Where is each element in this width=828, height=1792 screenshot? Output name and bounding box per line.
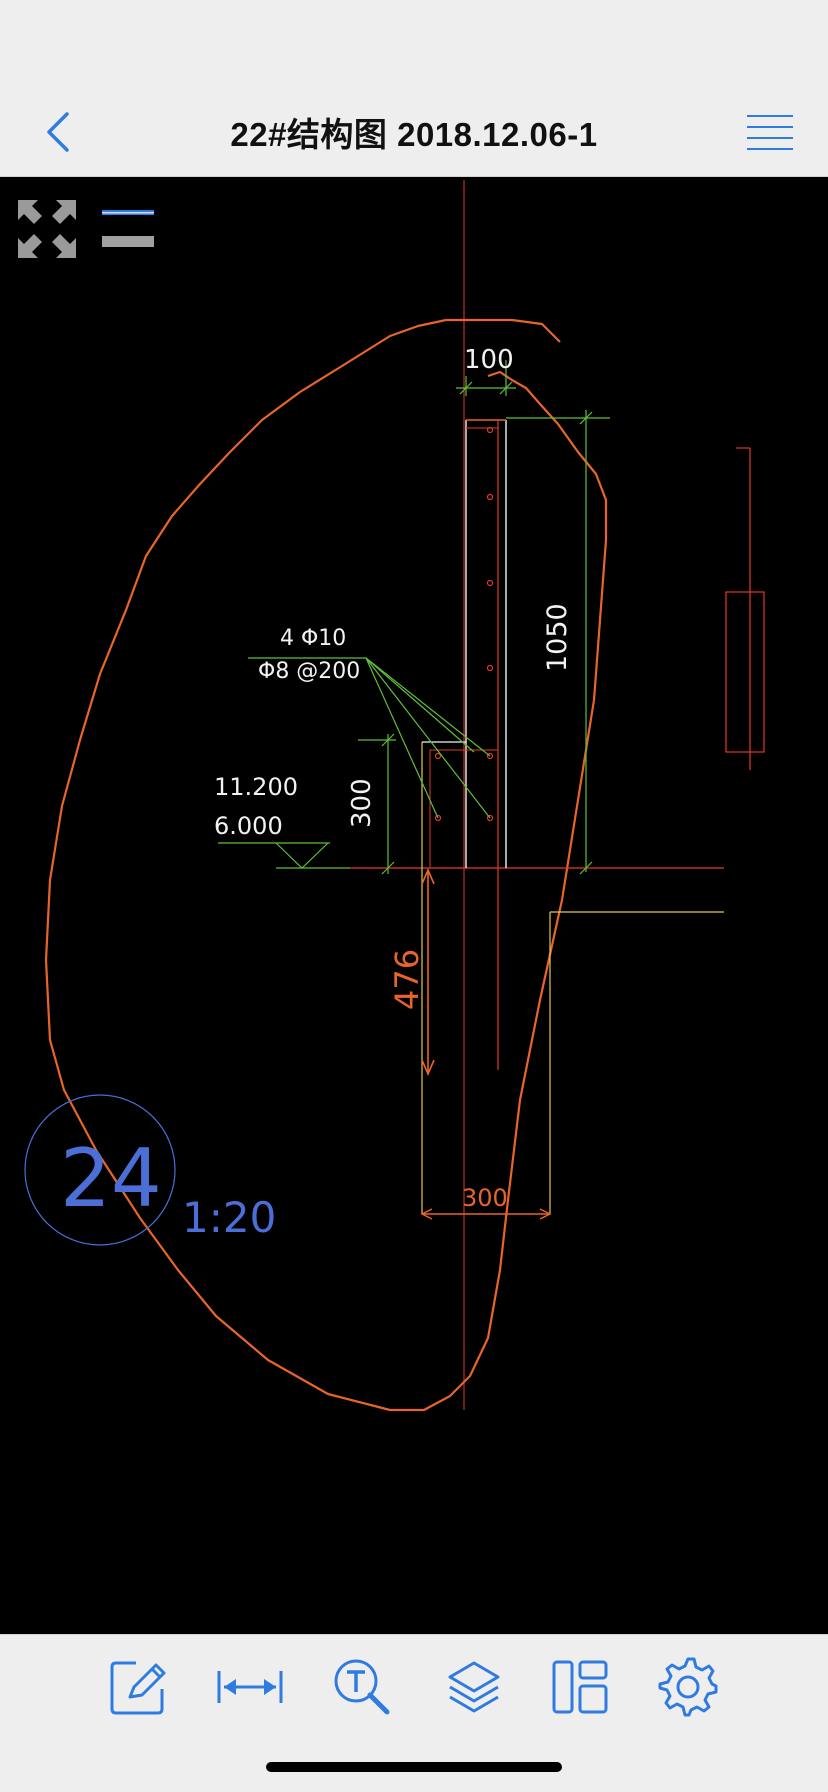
dim-depth-label: 476 (388, 949, 426, 1010)
hamburger-menu-icon (747, 115, 793, 150)
dim-depth (421, 867, 435, 1077)
dim-ledge-label: 300 (347, 778, 377, 828)
top-nav-bar: 22#结构图 2018.12.06-1 (0, 0, 828, 177)
elevation-top-label: 11.200 (214, 773, 298, 801)
parapet-wall (465, 419, 507, 1070)
layer-lines-icon (102, 210, 154, 247)
fullscreen-button[interactable] (14, 196, 80, 262)
drawing-canvas[interactable]: 4 Φ10 Φ8 @200 100 1050 (0, 177, 828, 1634)
annotate-tool-button[interactable] (100, 1649, 176, 1725)
detail-number: 24 (60, 1132, 162, 1225)
canvas-overlay-tools (14, 196, 164, 266)
elevation-marker (218, 842, 350, 869)
page-title: 22#结构图 2018.12.06-1 (230, 116, 598, 153)
dim-height-label: 1050 (542, 603, 573, 672)
text-search-tool-button[interactable] (324, 1649, 400, 1725)
detail-scale: 1:20 (182, 1193, 276, 1242)
home-indicator[interactable] (266, 1762, 562, 1772)
measure-tool-button[interactable] (212, 1649, 288, 1725)
dimension-arrow-icon (217, 1671, 283, 1703)
layer-toggle-button[interactable] (100, 204, 158, 250)
layers-tool-button[interactable] (436, 1649, 512, 1725)
detail-bubble (24, 1094, 176, 1246)
expand-arrows-icon (18, 200, 76, 258)
text-search-icon (334, 1659, 390, 1715)
layout-tool-button[interactable] (542, 1649, 618, 1725)
dim-width-label: 300 (462, 1184, 508, 1212)
lower-beam (421, 741, 498, 1214)
menu-button[interactable] (740, 104, 800, 160)
gear-icon (658, 1657, 718, 1717)
layers-icon (448, 1661, 500, 1713)
pencil-edit-icon (110, 1661, 166, 1715)
dim-height (506, 410, 610, 875)
dim-top (456, 360, 516, 396)
right-detail-element (725, 447, 765, 770)
rebar-main-label: 4 Φ10 (280, 626, 346, 651)
dim-ledge (358, 733, 396, 875)
settings-tool-button[interactable] (650, 1649, 726, 1725)
layout-icon (552, 1660, 608, 1714)
rebar-leaders (248, 657, 491, 819)
back-button[interactable] (30, 98, 86, 166)
dim-top-label: 100 (464, 345, 514, 375)
elevation-bottom-label: 6.000 (214, 812, 283, 840)
revision-cloud (44, 318, 608, 1412)
dim-width (420, 1208, 552, 1220)
rebar-stirrup-label: Φ8 @200 (258, 659, 360, 684)
chevron-left-icon (47, 112, 69, 152)
rebar-dots (434, 426, 494, 822)
cad-drawing: 4 Φ10 Φ8 @200 100 1050 (24, 180, 765, 1412)
